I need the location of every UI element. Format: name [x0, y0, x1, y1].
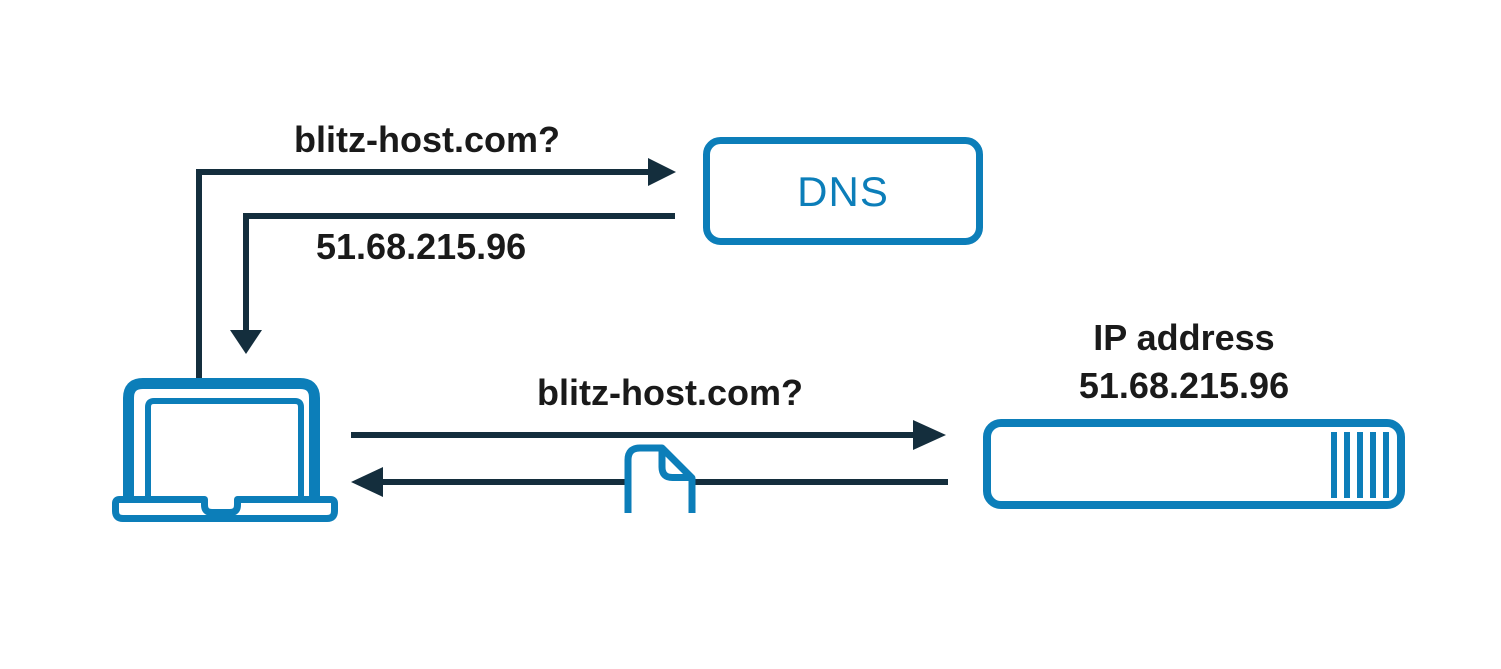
- label-server-request: blitz-host.com?: [537, 372, 803, 413]
- label-dns-query: blitz-host.com?: [294, 119, 560, 160]
- arrow-down-icon: [230, 330, 262, 354]
- dns-server-label: DNS: [797, 168, 889, 215]
- arrow-left-icon: [351, 467, 383, 497]
- arrow-response-from-dns: [230, 213, 675, 354]
- arrow-right-icon: [648, 158, 676, 186]
- server-caption: IP address 51.68.215.96: [1034, 314, 1334, 410]
- server-caption-title: IP address: [1093, 317, 1275, 358]
- label-dns-response: 51.68.215.96: [316, 226, 527, 267]
- arrow-query-to-dns: [196, 158, 676, 378]
- server-icon: [983, 419, 1405, 509]
- laptop-icon: [112, 378, 338, 522]
- arrow-right-icon: [913, 420, 946, 450]
- server-caption-ip: 51.68.215.96: [1078, 365, 1290, 406]
- arrow-request-to-server: [351, 420, 946, 450]
- dns-server-box: [703, 137, 983, 245]
- document-icon: [624, 444, 696, 514]
